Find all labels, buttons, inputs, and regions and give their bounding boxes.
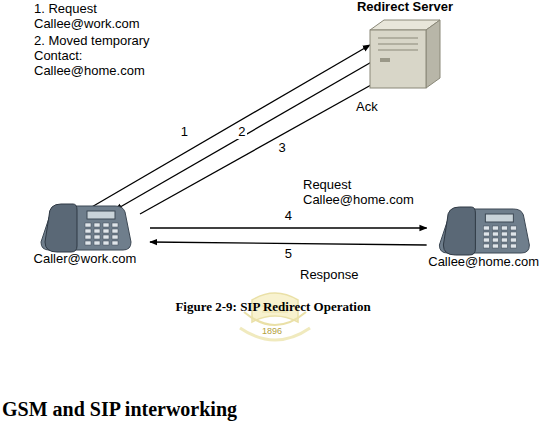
phone-address: Callee@home.com bbox=[424, 255, 543, 270]
step-number: 2 bbox=[236, 125, 247, 139]
figure-caption: Figure 2-9: SIP Redirect Operation bbox=[0, 300, 546, 315]
message-arrow bbox=[150, 227, 427, 228]
phone-node: Callee@home.com bbox=[424, 203, 543, 273]
section-heading: GSM and SIP interworking bbox=[2, 398, 402, 421]
step-number: 4 bbox=[283, 209, 294, 223]
message-note: Ack bbox=[356, 100, 396, 115]
message-arrow bbox=[150, 242, 427, 245]
message-note: Response bbox=[300, 268, 380, 283]
phone-address: Caller@work.com bbox=[20, 252, 150, 267]
message-note: Request Callee@home.com bbox=[303, 178, 415, 208]
step-number: 5 bbox=[283, 247, 294, 261]
server-node: Redirect Server bbox=[352, 0, 458, 92]
phone-node: Caller@work.com bbox=[20, 200, 150, 270]
watermark-year: 1896 bbox=[262, 326, 302, 336]
step-number: 1 bbox=[179, 125, 190, 139]
message-note: 1. Request Callee@work.com bbox=[34, 2, 154, 32]
server-title: Redirect Server bbox=[352, 0, 458, 15]
step-number: 3 bbox=[276, 141, 287, 155]
message-note: 2. Moved temporary Contact: Callee@home.… bbox=[34, 34, 162, 79]
